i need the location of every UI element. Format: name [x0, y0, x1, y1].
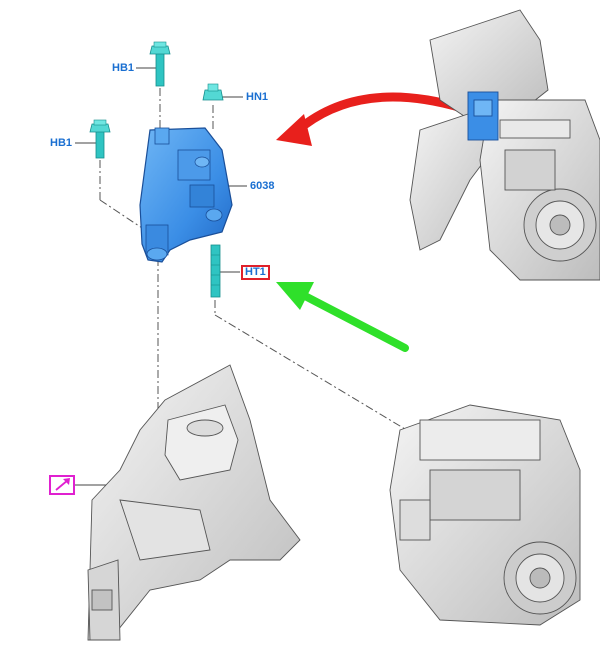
engine-mount-6038[interactable] [139, 127, 233, 263]
engine-assembly [389, 404, 581, 626]
bolt-hb1-left[interactable] [89, 119, 111, 159]
red-direction-arrow [276, 92, 467, 146]
stud-ht1[interactable] [210, 244, 221, 298]
callout-hb1-left: HB1 [50, 137, 73, 149]
body-side-rail-structure [87, 364, 301, 641]
nut-hn1[interactable] [202, 83, 224, 101]
bolt-hb1-top[interactable] [149, 41, 171, 87]
callout-hb1-top: HB1 [112, 62, 135, 74]
arrow-in-box-icon [49, 475, 75, 495]
callout-ht1: HT1 [241, 265, 270, 280]
callout-6038: 6038 [250, 180, 275, 192]
callout-hn1: HN1 [246, 91, 269, 103]
green-direction-arrow [276, 282, 409, 352]
reference-engine-assembly-top [409, 9, 600, 281]
